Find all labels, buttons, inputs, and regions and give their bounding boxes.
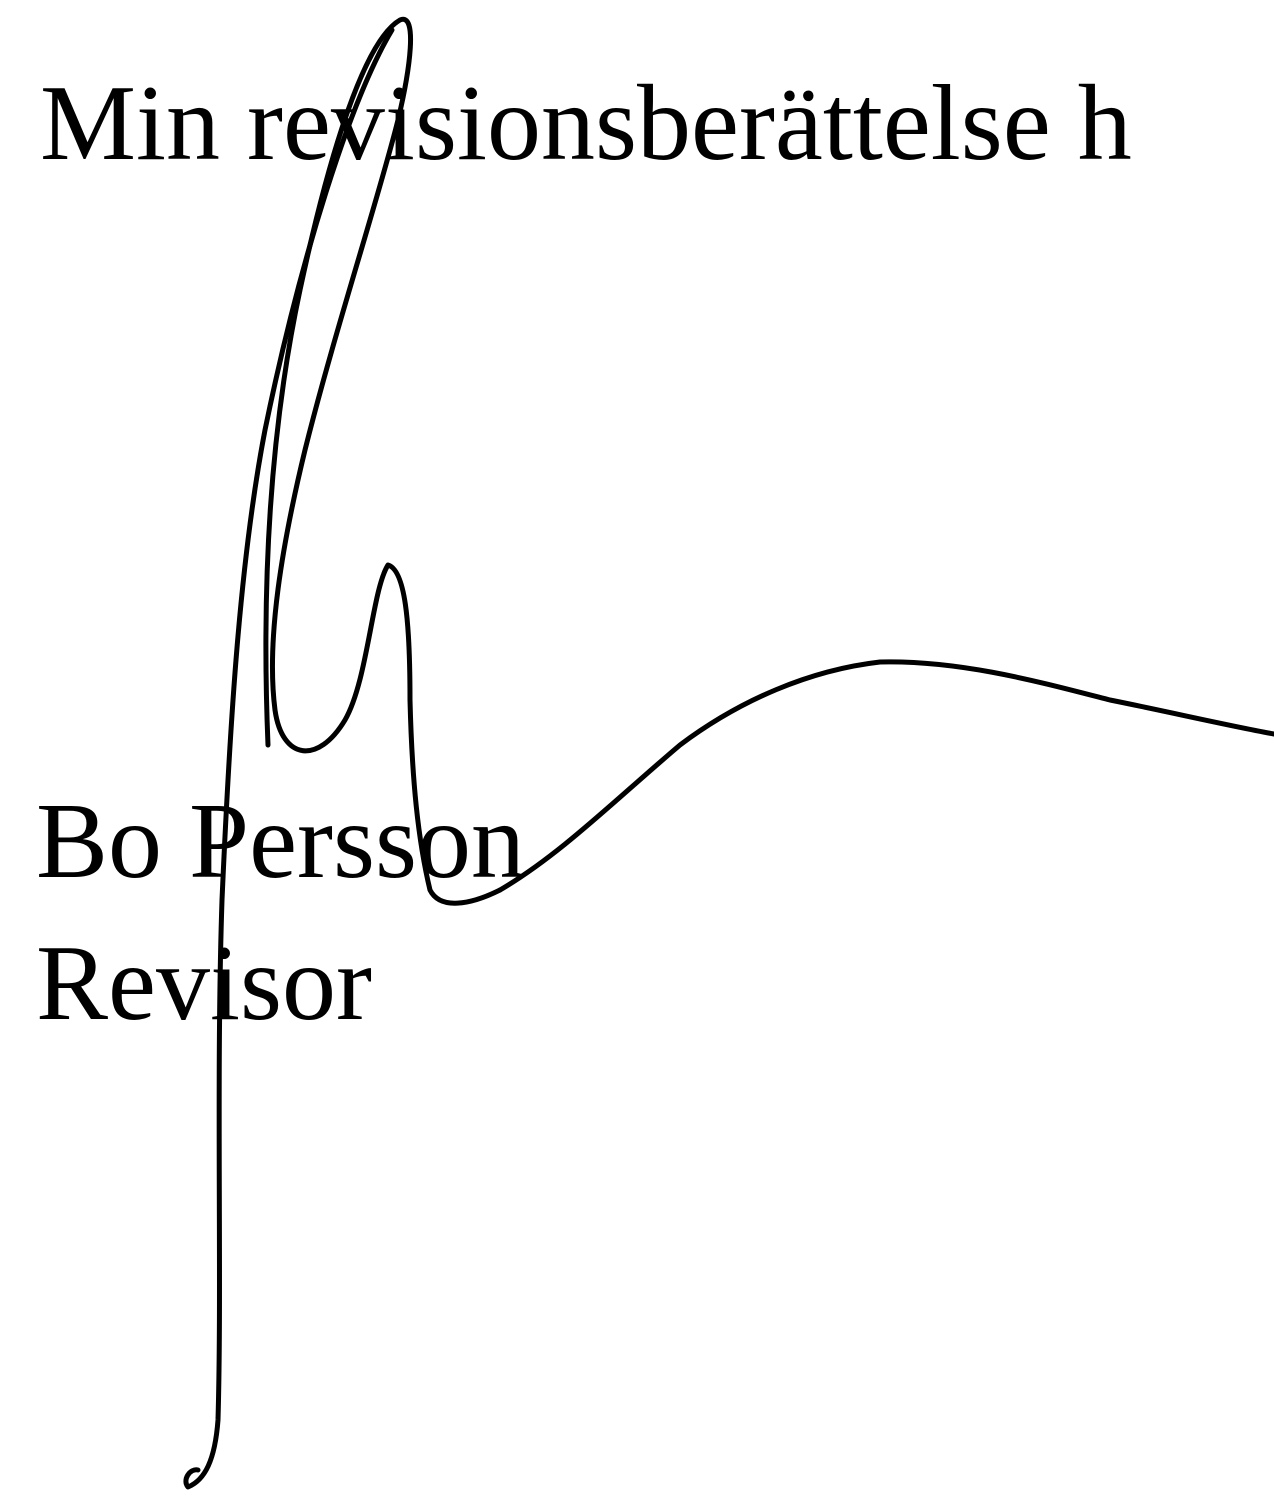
signature-stroke-descender [183, 27, 395, 1490]
signer-role: Revisor [36, 924, 372, 1043]
audit-statement-text: Min revisionsberättelse h [40, 64, 1132, 183]
signer-name: Bo Persson [36, 782, 526, 901]
signature-stroke-tail [497, 659, 1274, 893]
